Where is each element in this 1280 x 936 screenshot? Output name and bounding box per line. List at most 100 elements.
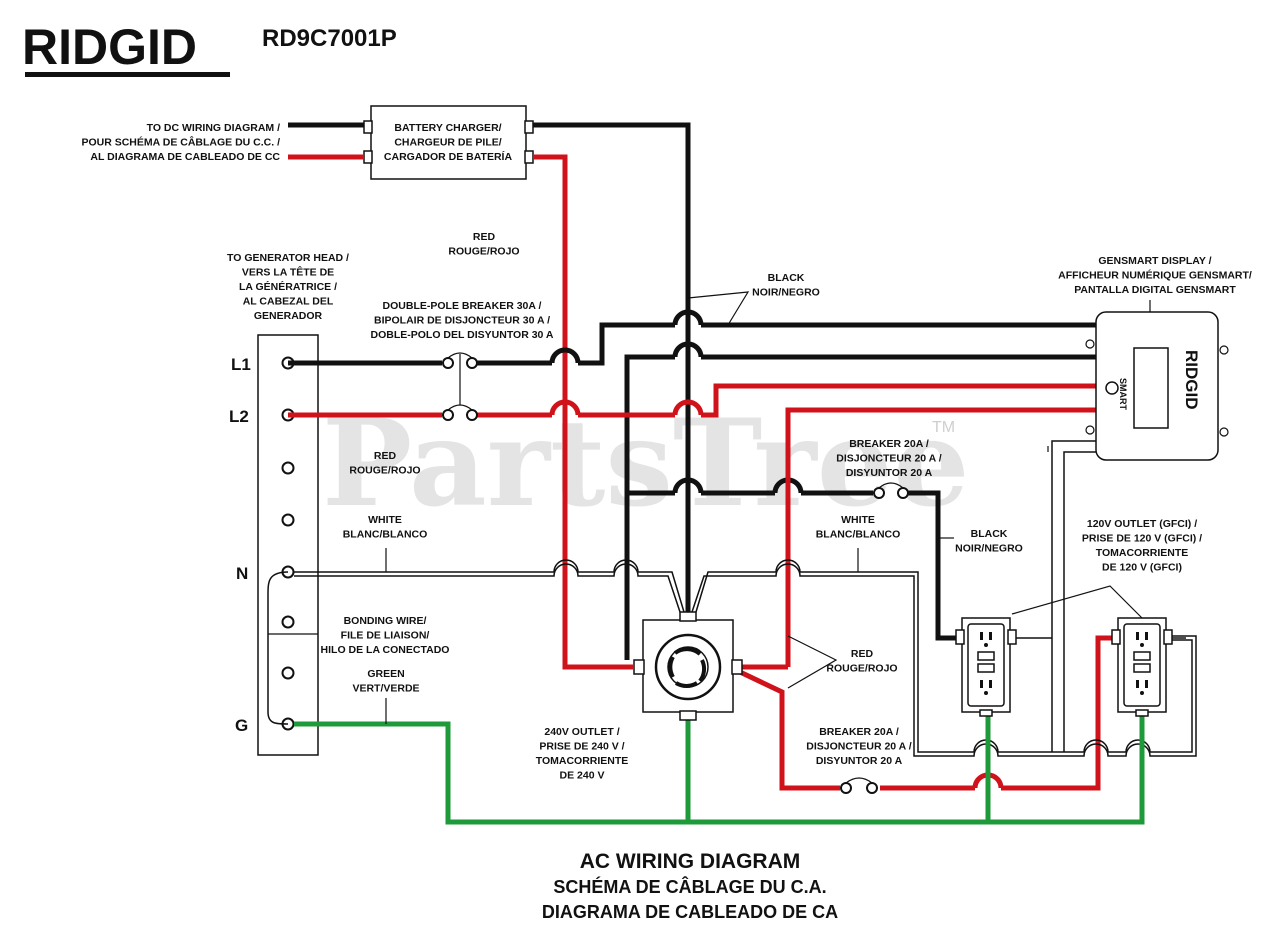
label-white-left-line: WHITE bbox=[368, 514, 402, 526]
label-black-right-line: BLACK bbox=[971, 528, 1008, 540]
label-black-top-line: BLACK bbox=[768, 272, 805, 284]
black-240-left bbox=[624, 354, 675, 660]
label-bonding-wire: BONDING WIRE/FILE DE LIAISON/HILO DE LA … bbox=[321, 615, 450, 656]
black-hop-493 bbox=[672, 477, 704, 494]
label-gfci-line: DE 120 V (GFCI) bbox=[1102, 562, 1182, 574]
label-white-mid: WHITE BLANC/BLANCO bbox=[816, 514, 901, 541]
label-green-line: GREEN bbox=[367, 668, 404, 680]
label-240v-outlet-line: DE 240 V bbox=[560, 770, 605, 782]
label-generator-head-line: AL CABEZAL DEL bbox=[243, 296, 334, 308]
label-battery-charger-line: CHARGEUR DE PILE/ bbox=[394, 137, 501, 149]
label-gfci-line: PRISE DE 120 V (GFCI) / bbox=[1082, 533, 1202, 545]
label-white-mid-line: WHITE bbox=[841, 514, 875, 526]
label-dc-link-line: AL DIAGRAMA DE CABLEADO DE CC bbox=[90, 151, 280, 163]
gensmart-display: RIDGID SMART bbox=[1085, 311, 1229, 461]
label-breaker-upper-line: DISJONCTEUR 20 A / bbox=[836, 453, 941, 465]
outlet-240v bbox=[633, 611, 743, 721]
label-breaker-lower-line: DISJONCTEUR 20 A / bbox=[806, 741, 911, 753]
title-english: AC WIRING DIAGRAM bbox=[580, 850, 800, 873]
label-white-left-line: BLANC/BLANCO bbox=[343, 529, 428, 541]
charger-red-down bbox=[533, 154, 633, 670]
label-breaker-lower-line: BREAKER 20A / bbox=[819, 726, 899, 738]
double-pole-breaker bbox=[442, 352, 478, 421]
title-spanish: DIAGRAMA DE CABLEADO DE CA bbox=[542, 902, 838, 922]
charger-black-down bbox=[533, 122, 691, 315]
label-breaker-lower: BREAKER 20A / DISJONCTEUR 20 A / DISYUNTOR… bbox=[806, 726, 911, 767]
gfci-outlet-2 bbox=[1111, 617, 1173, 717]
title-french: SCHÉMA DE CÂBLAGE DU C.A. bbox=[553, 876, 826, 897]
label-dc-link-line: TO DC WIRING DIAGRAM / bbox=[147, 122, 280, 134]
label-red-top-line: ROUGE/ROJO bbox=[448, 246, 519, 258]
model-number: RD9C7001P bbox=[262, 25, 397, 52]
neutral-right-2 bbox=[691, 563, 1197, 757]
red-to-gfci2 bbox=[1001, 635, 1116, 791]
label-gfci-line: TOMACORRIENTE bbox=[1096, 547, 1189, 559]
gensmart-white-2 bbox=[1063, 451, 1100, 752]
label-gensmart-line: AFFICHEUR NUMÉRIQUE GENSMART/ bbox=[1058, 269, 1252, 282]
label-red-top-line: RED bbox=[473, 231, 496, 243]
label-red-left-line: ROUGE/ROJO bbox=[349, 465, 420, 477]
logo-underline bbox=[25, 72, 230, 77]
label-gensmart-line: GENSMART DISPLAY / bbox=[1098, 255, 1211, 267]
black-leader bbox=[687, 291, 750, 326]
gensmart-white-1 bbox=[1051, 440, 1096, 752]
label-gfci: 120V OUTLET (GFCI) / PRISE DE 120 V (GFCI… bbox=[1082, 518, 1202, 574]
label-white-mid-line: BLANC/BLANCO bbox=[816, 529, 901, 541]
label-bonding-wire-line: BONDING WIRE/ bbox=[344, 615, 427, 627]
label-breaker-upper-line: DISYUNTOR 20 A bbox=[846, 467, 933, 479]
l2-hop-2 bbox=[672, 399, 704, 416]
l1-hop-2 bbox=[672, 309, 704, 326]
label-240v-outlet-line: PRISE DE 240 V / bbox=[539, 741, 624, 753]
label-generator-head-line: VERS LA TÊTE DE bbox=[242, 266, 334, 279]
charger-terminal bbox=[524, 120, 534, 134]
label-generator-head-line: TO GENERATOR HEAD / bbox=[227, 252, 349, 264]
label-g: G bbox=[235, 716, 248, 735]
label-gensmart: GENSMART DISPLAY / AFFICHEUR NUMÉRIQUE GE… bbox=[1058, 255, 1252, 296]
gfci-leader bbox=[1011, 585, 1143, 619]
gfci-outlet-1 bbox=[955, 617, 1017, 717]
ridgid-logo: RIDGID bbox=[22, 19, 230, 77]
label-240v-outlet-line: TOMACORRIENTE bbox=[536, 755, 629, 767]
l2-to-gensmart bbox=[701, 383, 1096, 418]
label-breaker-upper-line: BREAKER 20A / bbox=[849, 438, 929, 450]
label-gensmart-line: PANTALLA DIGITAL GENSMART bbox=[1074, 284, 1236, 296]
label-l1: L1 bbox=[231, 355, 251, 374]
label-breaker-lower-line: DISYUNTOR 20 A bbox=[816, 755, 903, 767]
label-white-left: WHITE BLANC/BLANCO bbox=[343, 514, 428, 541]
label-bonding-wire-line: HILO DE LA CONECTADO bbox=[321, 644, 450, 656]
terminal-3 bbox=[281, 461, 295, 475]
label-dc-link: TO DC WIRING DIAGRAM /POUR SCHÉMA DE CÂB… bbox=[81, 122, 280, 163]
label-gfci-line: 120V OUTLET (GFCI) / bbox=[1087, 518, 1197, 530]
terminal-6 bbox=[281, 615, 295, 629]
terminal-block bbox=[257, 334, 319, 756]
label-battery-charger-line: CARGADOR DE BATERÍA bbox=[384, 150, 513, 163]
label-generator-head-line: LA GÉNÉRATRICE / bbox=[239, 280, 337, 293]
label-green-line: VERT/VERDE bbox=[352, 683, 419, 695]
label-green: GREEN VERT/VERDE bbox=[352, 668, 419, 695]
label-double-pole-breaker-line: DOUBLE-POLE BREAKER 30A / bbox=[383, 300, 542, 312]
terminal-7 bbox=[281, 666, 295, 680]
label-l2: L2 bbox=[229, 407, 249, 426]
label-black-top-line: NOIR/NEGRO bbox=[752, 287, 820, 299]
label-bonding-wire-line: FILE DE LIAISON/ bbox=[341, 630, 430, 642]
black-to-gfci1 bbox=[907, 490, 962, 641]
black-hop-357 bbox=[672, 341, 704, 358]
terminal-4 bbox=[281, 513, 295, 527]
label-red-right-line: ROUGE/ROJO bbox=[826, 663, 897, 675]
l1-hop bbox=[549, 347, 581, 364]
label-battery-charger-line: BATTERY CHARGER/ bbox=[394, 122, 501, 134]
svg-text:RIDGID: RIDGID bbox=[22, 19, 197, 75]
battery-charger-box bbox=[370, 105, 527, 180]
red-leader-right bbox=[787, 635, 838, 689]
red-to-gensmart-2 bbox=[785, 407, 1096, 667]
watermark-tm: TM bbox=[932, 419, 955, 436]
bonding-wire bbox=[267, 571, 289, 725]
svg-text:RIDGID: RIDGID bbox=[1182, 350, 1201, 410]
label-red-top: RED ROUGE/ROJO bbox=[448, 231, 519, 258]
ground-main bbox=[294, 712, 1145, 825]
